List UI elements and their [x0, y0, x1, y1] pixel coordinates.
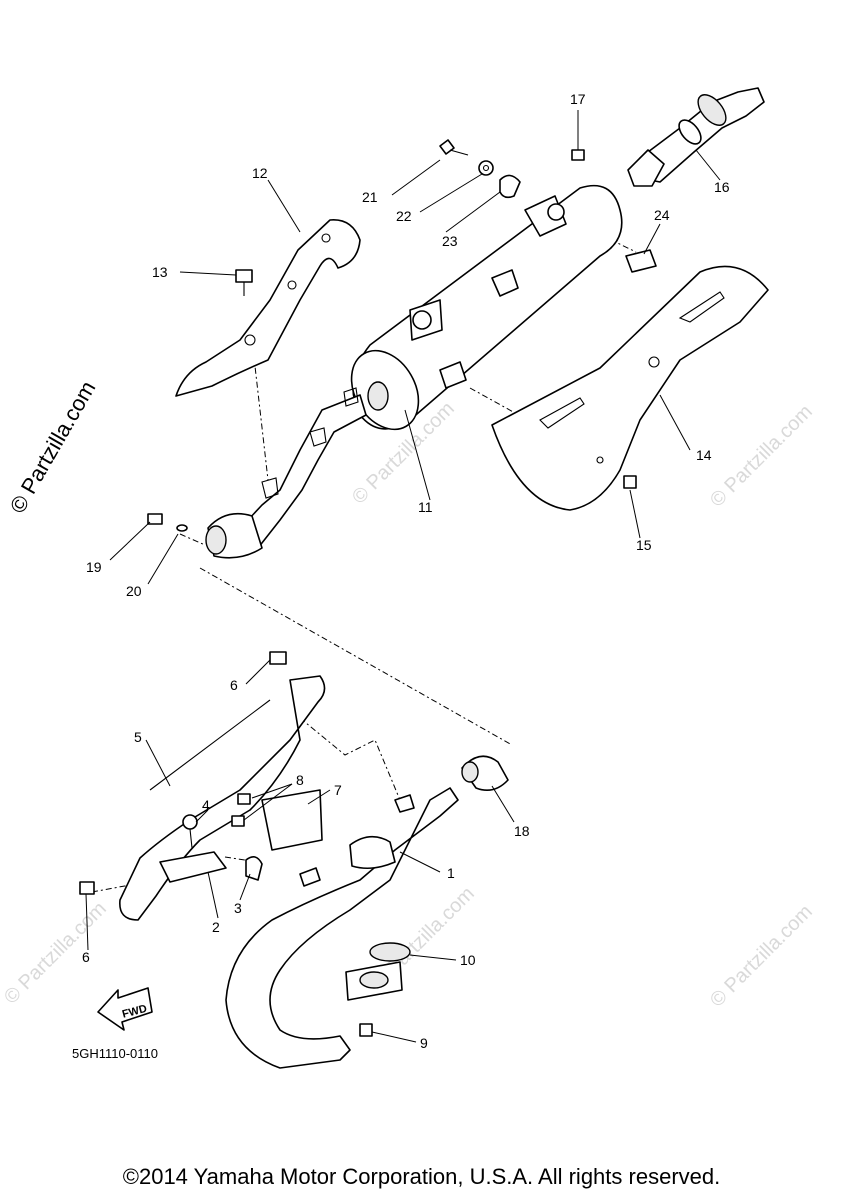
diagram-code: 5GH1110-0110: [72, 1046, 159, 1061]
callout-2: 2: [212, 919, 220, 935]
callout-6b: 6: [82, 949, 90, 965]
callout-11: 11: [418, 499, 433, 515]
callout-24: 24: [654, 207, 670, 223]
callout-13: 13: [152, 264, 168, 280]
callout-10: 10: [460, 952, 476, 968]
callout-3: 3: [234, 900, 242, 916]
upper-fasteners: [147, 139, 657, 532]
assembly-lines: [91, 214, 637, 893]
callout-7: 7: [334, 782, 342, 798]
tail-pipe: [627, 87, 765, 187]
mid-pipe: [205, 387, 367, 559]
gasket-sleeve: [461, 755, 509, 791]
callout-18: 18: [514, 823, 530, 839]
callout-6a: 6: [230, 677, 238, 693]
callout-17: 17: [570, 91, 586, 107]
muffler: [350, 184, 623, 431]
pipe-guard: [119, 675, 326, 921]
leader-lines: [85, 110, 721, 1043]
side-watermark: © Partzilla.com: [5, 377, 101, 518]
upper-heat-protector: [175, 219, 361, 397]
callout-14: 14: [696, 447, 712, 463]
watermark: © Partzilla.com: [0, 898, 111, 1009]
callout-1: 1: [447, 865, 455, 881]
callout-5: 5: [134, 729, 142, 745]
callout-21: 21: [362, 189, 378, 205]
callout-23: 23: [442, 233, 458, 249]
watermark: © Partzilla.com: [706, 401, 817, 512]
exhaust-pipe: [225, 787, 459, 1069]
fwd-arrow: FWD: [97, 987, 153, 1031]
watermark: © Partzilla.com: [706, 901, 817, 1012]
watermarks: © Partzilla.com © Partzilla.com © Partzi…: [0, 398, 817, 1012]
callout-16: 16: [714, 179, 730, 195]
lower-heat-protector: [491, 265, 769, 511]
callout-8: 8: [296, 772, 304, 788]
callout-12: 12: [252, 165, 268, 181]
copyright-notice: ©2014 Yamaha Motor Corporation, U.S.A. A…: [122, 1164, 721, 1189]
callout-20: 20: [126, 583, 142, 599]
callout-22: 22: [396, 208, 412, 224]
callout-4: 4: [202, 797, 210, 813]
bracket-clamp-parts: [79, 651, 323, 895]
callout-19: 19: [86, 559, 102, 575]
callout-9: 9: [420, 1035, 428, 1051]
callout-15: 15: [636, 537, 652, 553]
callout-numbers: 1 2 3 4 5 6 6 7 8 9 10 11 12 13 14 15 16…: [82, 91, 730, 1051]
flange-gasket: [345, 942, 411, 1037]
